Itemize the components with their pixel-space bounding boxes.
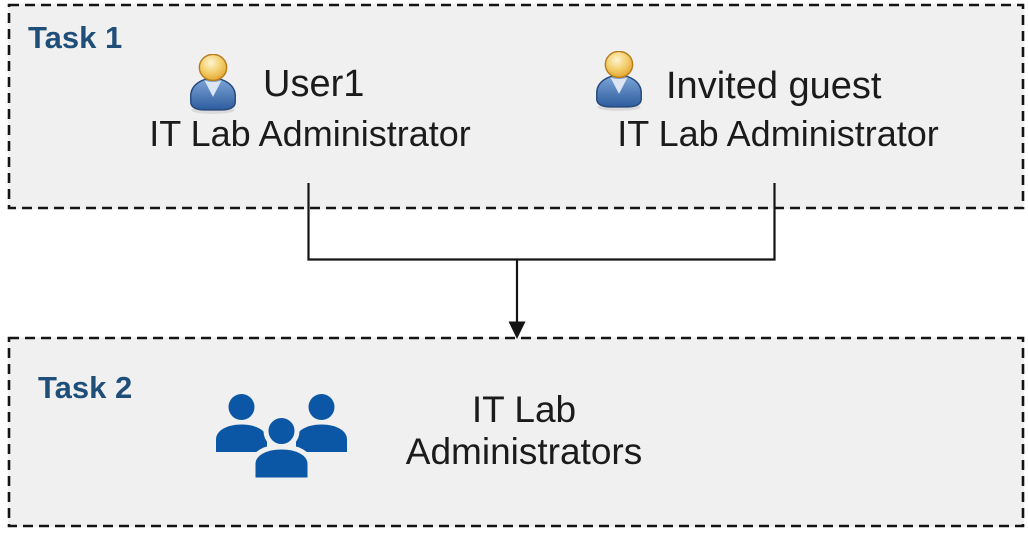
person-icon	[190, 54, 236, 114]
task1-label: Task 1	[28, 20, 123, 55]
person-icon	[596, 51, 642, 111]
member-role: IT Lab Administrator	[617, 113, 939, 154]
member-name: Invited guest	[666, 65, 882, 107]
group-name: IT Lab Administrators	[394, 389, 654, 473]
group-name-line2: Administrators	[405, 431, 643, 472]
people-group-icon	[216, 394, 347, 483]
member-name: User1	[263, 63, 365, 105]
member-role: IT Lab Administrator	[149, 113, 471, 154]
task2-label: Task 2	[38, 370, 133, 405]
group-name-line1: IT Lab	[471, 389, 577, 430]
